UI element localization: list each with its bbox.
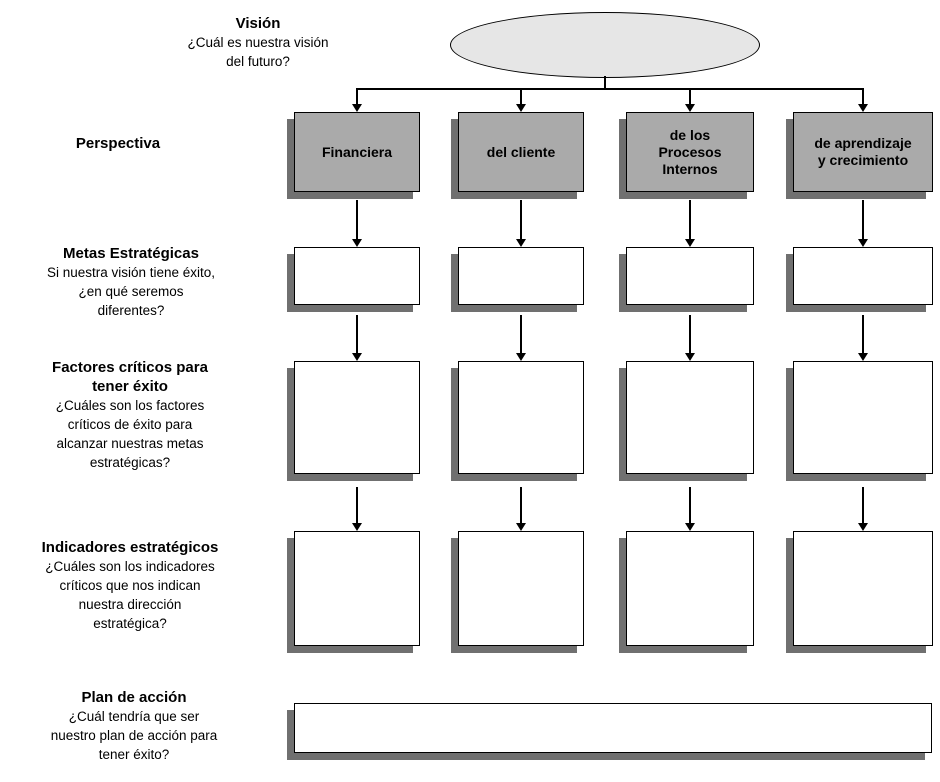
indicadores-subtitle: ¿Cuáles son los indicadores críticos que… [45, 559, 215, 631]
indicadores-box-financiera [294, 531, 420, 646]
vision-ellipse [450, 12, 760, 78]
connector-horizontal-line [356, 88, 864, 90]
down-arrow-col4-factores [858, 315, 868, 361]
perspectiva-label: Perspectiva [28, 134, 208, 153]
down-arrow-col2-factores [516, 315, 526, 361]
factores-box-cliente [458, 361, 584, 474]
down-arrow-col3-factores [685, 315, 695, 361]
plan-subtitle: ¿Cuál tendría que ser nuestro plan de ac… [50, 709, 218, 762]
indicadores-box-aprendizaje [793, 531, 933, 646]
down-arrow-col3-perspective [685, 88, 695, 112]
perspectiva-title: Perspectiva [75, 135, 161, 152]
perspective-box-cliente-label: del cliente [486, 143, 556, 160]
indicadores-box-cliente [458, 531, 584, 646]
vision-label: Visión ¿Cuál es nuestra visión del futur… [148, 14, 368, 71]
down-arrow-col2-indicadores [516, 487, 526, 531]
factores-subtitle: ¿Cuáles son los factores críticos de éxi… [55, 398, 205, 470]
metas-label: Metas Estratégicas Si nuestra visión tie… [25, 244, 237, 320]
perspective-box-procesos-internos-label: de los Procesos Internos [658, 126, 722, 177]
perspective-box-cliente: del cliente [458, 112, 584, 192]
vision-title: Visión [235, 15, 281, 32]
metas-subtitle: Si nuestra visión tiene éxito, ¿en qué s… [46, 265, 216, 318]
down-arrow-col3-metas [685, 200, 695, 247]
plan-label: Plan de acción ¿Cuál tendría que ser nue… [28, 688, 240, 764]
perspective-box-procesos-internos: de los Procesos Internos [626, 112, 754, 192]
plan-title: Plan de acción [81, 689, 187, 706]
perspective-box-aprendizaje: de aprendizaje y crecimiento [793, 112, 933, 192]
factores-label: Factores críticos para tener éxito ¿Cuál… [22, 358, 238, 472]
down-arrow-col4-perspective [858, 88, 868, 112]
perspective-box-financiera-label: Financiera [321, 143, 393, 160]
down-arrow-col4-indicadores [858, 487, 868, 531]
down-arrow-col3-indicadores [685, 487, 695, 531]
plan-box [294, 703, 932, 753]
factores-box-aprendizaje [793, 361, 933, 474]
indicadores-title: Indicadores estratégicos [41, 539, 219, 556]
indicadores-label: Indicadores estratégicos ¿Cuáles son los… [12, 538, 248, 633]
connector-stub-line [604, 76, 606, 89]
vision-subtitle: ¿Cuál es nuestra visión del futuro? [187, 35, 329, 69]
down-arrow-col2-perspective [516, 88, 526, 112]
down-arrow-col4-metas [858, 200, 868, 247]
perspective-box-aprendizaje-label: de aprendizaje y crecimiento [814, 135, 912, 168]
metas-box-procesos-internos [626, 247, 754, 305]
down-arrow-col1-indicadores [352, 487, 362, 531]
perspective-box-financiera: Financiera [294, 112, 420, 192]
factores-box-procesos-internos [626, 361, 754, 474]
down-arrow-col1-metas [352, 200, 362, 247]
down-arrow-col2-metas [516, 200, 526, 247]
metas-box-cliente [458, 247, 584, 305]
factores-title: Factores críticos para tener éxito [52, 359, 208, 395]
factores-box-financiera [294, 361, 420, 474]
down-arrow-col1-perspective [352, 88, 362, 112]
metas-title: Metas Estratégicas [63, 245, 199, 262]
indicadores-box-procesos-internos [626, 531, 754, 646]
down-arrow-col1-factores [352, 315, 362, 361]
metas-box-financiera [294, 247, 420, 305]
metas-box-aprendizaje [793, 247, 933, 305]
